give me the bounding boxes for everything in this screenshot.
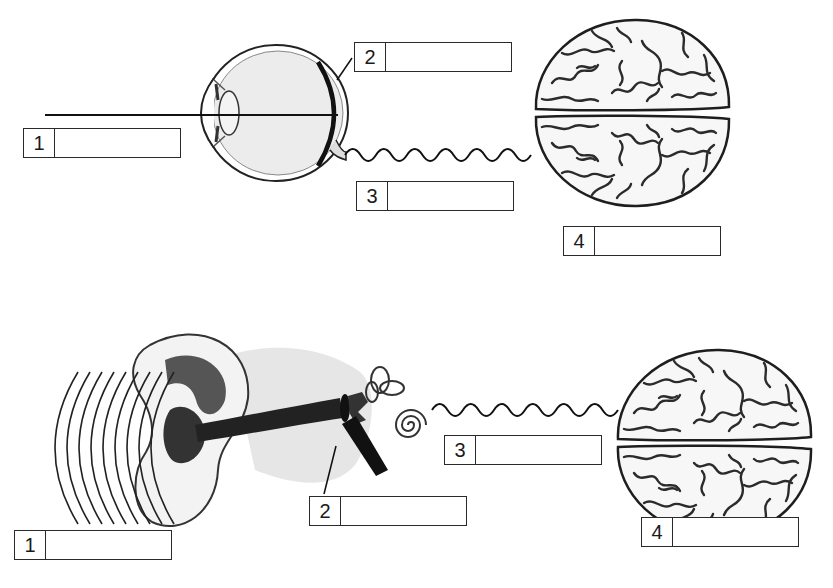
answer-field — [476, 436, 601, 464]
nerve-exit — [330, 140, 346, 160]
cornea — [201, 78, 214, 148]
vitreous — [213, 51, 343, 175]
iris — [216, 84, 218, 142]
answer-field — [341, 497, 466, 525]
cochlea — [396, 410, 426, 437]
light-ray — [45, 114, 338, 116]
leader-line — [337, 58, 352, 80]
semicircular-canals — [366, 367, 404, 402]
sound-waves — [55, 372, 174, 524]
label-box: 1 — [14, 530, 172, 560]
answer-field — [388, 182, 513, 210]
eye — [45, 20, 729, 206]
ciliary — [214, 80, 225, 146]
label-box: 2 — [354, 42, 512, 72]
label-box: 4 — [563, 226, 721, 256]
answer-field — [55, 129, 180, 157]
label-box: 3 — [356, 181, 514, 211]
callout-number: 2 — [355, 43, 386, 71]
auditory-nerve — [432, 404, 618, 416]
callout-number: 1 — [15, 531, 46, 559]
callout-number: 4 — [564, 227, 595, 255]
lens — [219, 91, 239, 135]
helix-fold — [165, 356, 226, 415]
answer-field — [673, 518, 798, 546]
label-box: 4 — [641, 517, 799, 547]
label-box: 3 — [444, 435, 602, 465]
brain — [618, 350, 811, 536]
callout-number: 3 — [445, 436, 476, 464]
callout-number: 2 — [310, 497, 341, 525]
optic-nerve — [345, 149, 531, 161]
leader-line — [324, 446, 336, 494]
sclera — [204, 45, 348, 181]
callout-number: 4 — [642, 518, 673, 546]
label-box: 1 — [23, 128, 181, 158]
brain — [536, 20, 729, 206]
callout-number: 1 — [24, 129, 55, 157]
label-box: 2 — [309, 496, 467, 526]
answer-field — [46, 531, 171, 559]
ear-canal — [195, 398, 343, 442]
eustachian-tube — [342, 416, 388, 476]
ear — [55, 334, 811, 536]
answer-field — [595, 227, 720, 255]
callout-number: 3 — [357, 182, 388, 210]
answer-field — [386, 43, 511, 71]
